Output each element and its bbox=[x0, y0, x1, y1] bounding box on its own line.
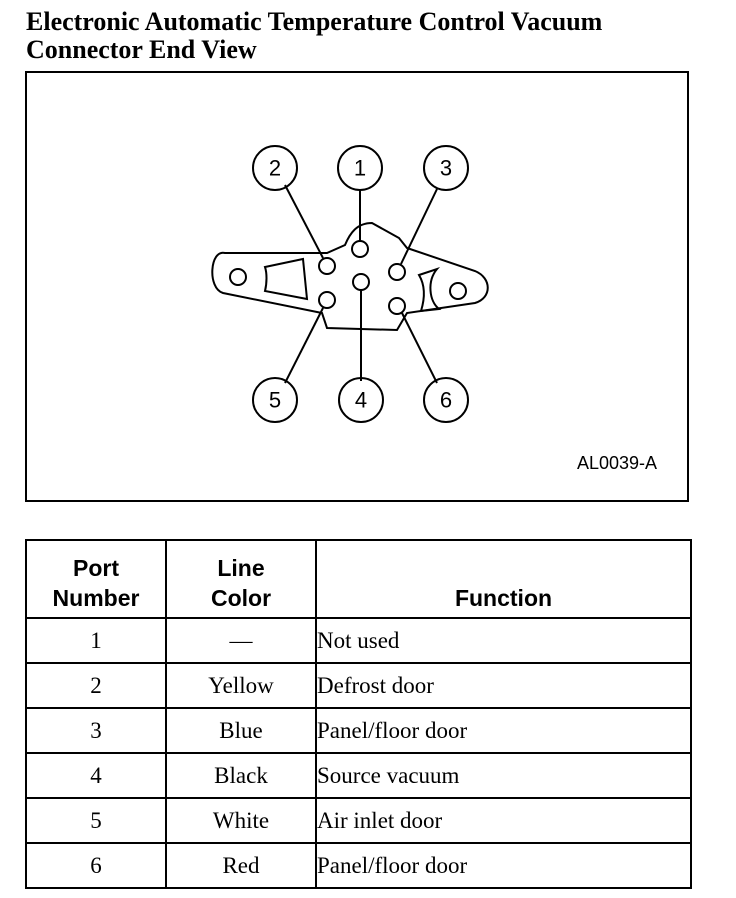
port-callout-5 bbox=[252, 377, 298, 423]
table-row: 2 Yellow Defrost door bbox=[25, 662, 692, 709]
cell-port: 6 bbox=[25, 842, 167, 889]
table-row: 6 Red Panel/floor door bbox=[25, 842, 692, 889]
connector-body bbox=[211, 221, 489, 332]
mount-hole-right bbox=[449, 282, 467, 300]
table-row: 5 White Air inlet door bbox=[25, 797, 692, 844]
cell-port: 3 bbox=[25, 707, 167, 754]
page-title: Electronic Automatic Temperature Control… bbox=[26, 8, 726, 64]
cell-port: 5 bbox=[25, 797, 167, 844]
port-label-6: 6 bbox=[440, 388, 452, 413]
port-callout-1 bbox=[337, 145, 383, 191]
leader-6 bbox=[401, 312, 438, 384]
port-callout-6 bbox=[423, 377, 469, 423]
mount-hole-left bbox=[229, 268, 247, 286]
cell-color: Yellow bbox=[165, 662, 317, 709]
port-label-3: 3 bbox=[440, 156, 452, 181]
table-row: 3 Blue Panel/floor door bbox=[25, 707, 692, 754]
title-line-1: Electronic Automatic Temperature Control… bbox=[26, 7, 603, 36]
port-label-2: 2 bbox=[269, 156, 281, 181]
cell-port: 2 bbox=[25, 662, 167, 709]
leader-2 bbox=[284, 184, 324, 259]
port-label-4: 4 bbox=[355, 388, 367, 413]
leader-3 bbox=[400, 188, 438, 265]
cell-color: — bbox=[165, 617, 317, 664]
port-callout-2 bbox=[252, 145, 298, 191]
port-label-1: 1 bbox=[354, 156, 366, 181]
port-table: Port Number Line Color Function 1 — Not … bbox=[25, 539, 692, 889]
table-header-row: Port Number Line Color Function bbox=[25, 539, 692, 619]
cell-function: Defrost door bbox=[315, 662, 692, 709]
port-hole-1 bbox=[351, 240, 369, 258]
cell-color: Black bbox=[165, 752, 317, 799]
table-row: 1 — Not used bbox=[25, 617, 692, 664]
connector-cavity-right bbox=[417, 266, 442, 313]
connector-diagram: 1 2 3 4 5 6 AL0039-A bbox=[25, 71, 689, 502]
cell-function: Panel/floor door bbox=[315, 707, 692, 754]
port-hole-4 bbox=[352, 273, 370, 291]
connector-cavity-left bbox=[263, 257, 309, 301]
cell-function: Air inlet door bbox=[315, 797, 692, 844]
port-hole-6 bbox=[388, 297, 406, 315]
cell-port: 4 bbox=[25, 752, 167, 799]
cell-color: Blue bbox=[165, 707, 317, 754]
figure-id: AL0039-A bbox=[576, 453, 657, 473]
header-line-color: Line Color bbox=[165, 539, 317, 619]
port-callout-3 bbox=[423, 145, 469, 191]
cell-port: 1 bbox=[25, 617, 167, 664]
cell-function: Not used bbox=[315, 617, 692, 664]
leader-5 bbox=[284, 307, 324, 384]
port-hole-3 bbox=[388, 263, 406, 281]
title-line-2: Connector End View bbox=[26, 35, 257, 64]
cell-function: Source vacuum bbox=[315, 752, 692, 799]
header-function: Function bbox=[315, 539, 692, 619]
port-hole-5 bbox=[318, 291, 336, 309]
port-hole-2 bbox=[318, 257, 336, 275]
cell-color: White bbox=[165, 797, 317, 844]
port-callout-4 bbox=[338, 377, 384, 423]
header-port-number: Port Number bbox=[25, 539, 167, 619]
table-row: 4 Black Source vacuum bbox=[25, 752, 692, 799]
cell-color: Red bbox=[165, 842, 317, 889]
port-label-5: 5 bbox=[269, 388, 281, 413]
cell-function: Panel/floor door bbox=[315, 842, 692, 889]
connector-drawing: 1 2 3 4 5 6 bbox=[211, 145, 489, 423]
